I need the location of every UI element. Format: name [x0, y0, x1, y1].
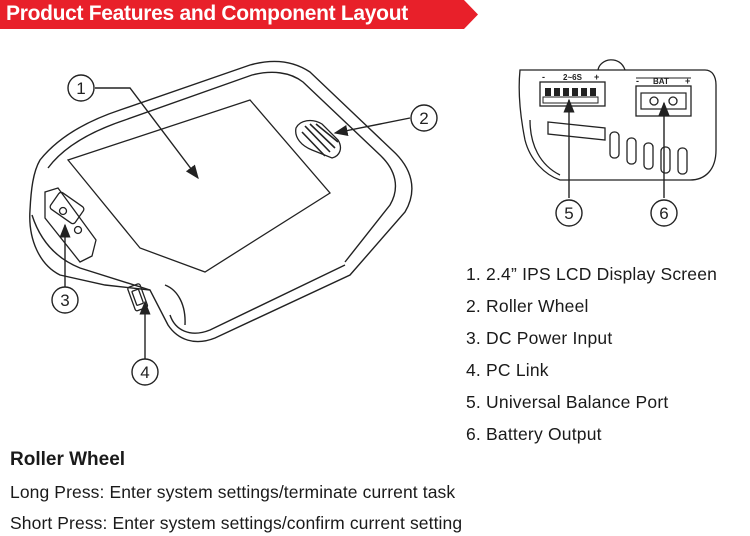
- callout-5: 5: [555, 199, 583, 227]
- callout-5-number: 5: [564, 204, 573, 223]
- callout-4: 4: [131, 358, 159, 386]
- feature-item-display: 1. 2.4” IPS LCD Display Screen: [466, 264, 718, 284]
- battery-output-port: BAT - +: [635, 76, 692, 117]
- callout-4-number: 4: [140, 363, 149, 382]
- callout-1: 1: [67, 74, 95, 102]
- ports-closeup: [518, 59, 717, 181]
- balance-port-label: 2~6S: [563, 73, 583, 82]
- feature-list: 1. 2.4” IPS LCD Display Screen 2. Roller…: [466, 258, 717, 450]
- short-press-description: Short Press: Enter system settings/confi…: [10, 513, 463, 533]
- dc-power-input: [44, 187, 97, 263]
- callout-3: 3: [51, 286, 79, 314]
- feature-item-dc-power: 3. DC Power Input: [466, 328, 613, 348]
- balance-port: 2~6S - +: [539, 72, 606, 107]
- callout-1-number: 1: [76, 79, 85, 98]
- callout-2-number: 2: [419, 109, 428, 128]
- feature-item-pc-link: 4. PC Link: [466, 360, 549, 380]
- callout-6-number: 6: [659, 204, 668, 223]
- balance-plus-label: +: [594, 72, 599, 82]
- title-banner: Product Features and Component Layout: [0, 0, 478, 29]
- balance-minus-label: -: [542, 72, 545, 82]
- component-diagram: 2~6S - + BAT - + 1 2 3: [29, 59, 717, 386]
- feature-item-battery-output: 6. Battery Output: [466, 424, 602, 444]
- leader-line-2: [333, 117, 411, 137]
- callout-2: 2: [410, 104, 438, 132]
- callout-6: 6: [650, 199, 678, 227]
- roller-wheel-heading: Roller Wheel: [10, 449, 126, 470]
- charger-device: [29, 60, 413, 343]
- banner-background: [0, 0, 478, 29]
- callout-3-number: 3: [60, 291, 69, 310]
- battery-plus-label: +: [685, 76, 690, 86]
- feature-item-roller-wheel: 2. Roller Wheel: [466, 296, 589, 316]
- battery-port-label: BAT: [653, 77, 669, 86]
- long-press-description: Long Press: Enter system settings/termin…: [10, 482, 456, 502]
- feature-item-balance-port: 5. Universal Balance Port: [466, 392, 669, 412]
- page-title: Product Features and Component Layout: [6, 2, 408, 25]
- leader-line-1: [95, 87, 199, 180]
- lcd-display-screen: [66, 99, 331, 273]
- battery-minus-label: -: [636, 76, 639, 86]
- roller-wheel[interactable]: [295, 119, 342, 159]
